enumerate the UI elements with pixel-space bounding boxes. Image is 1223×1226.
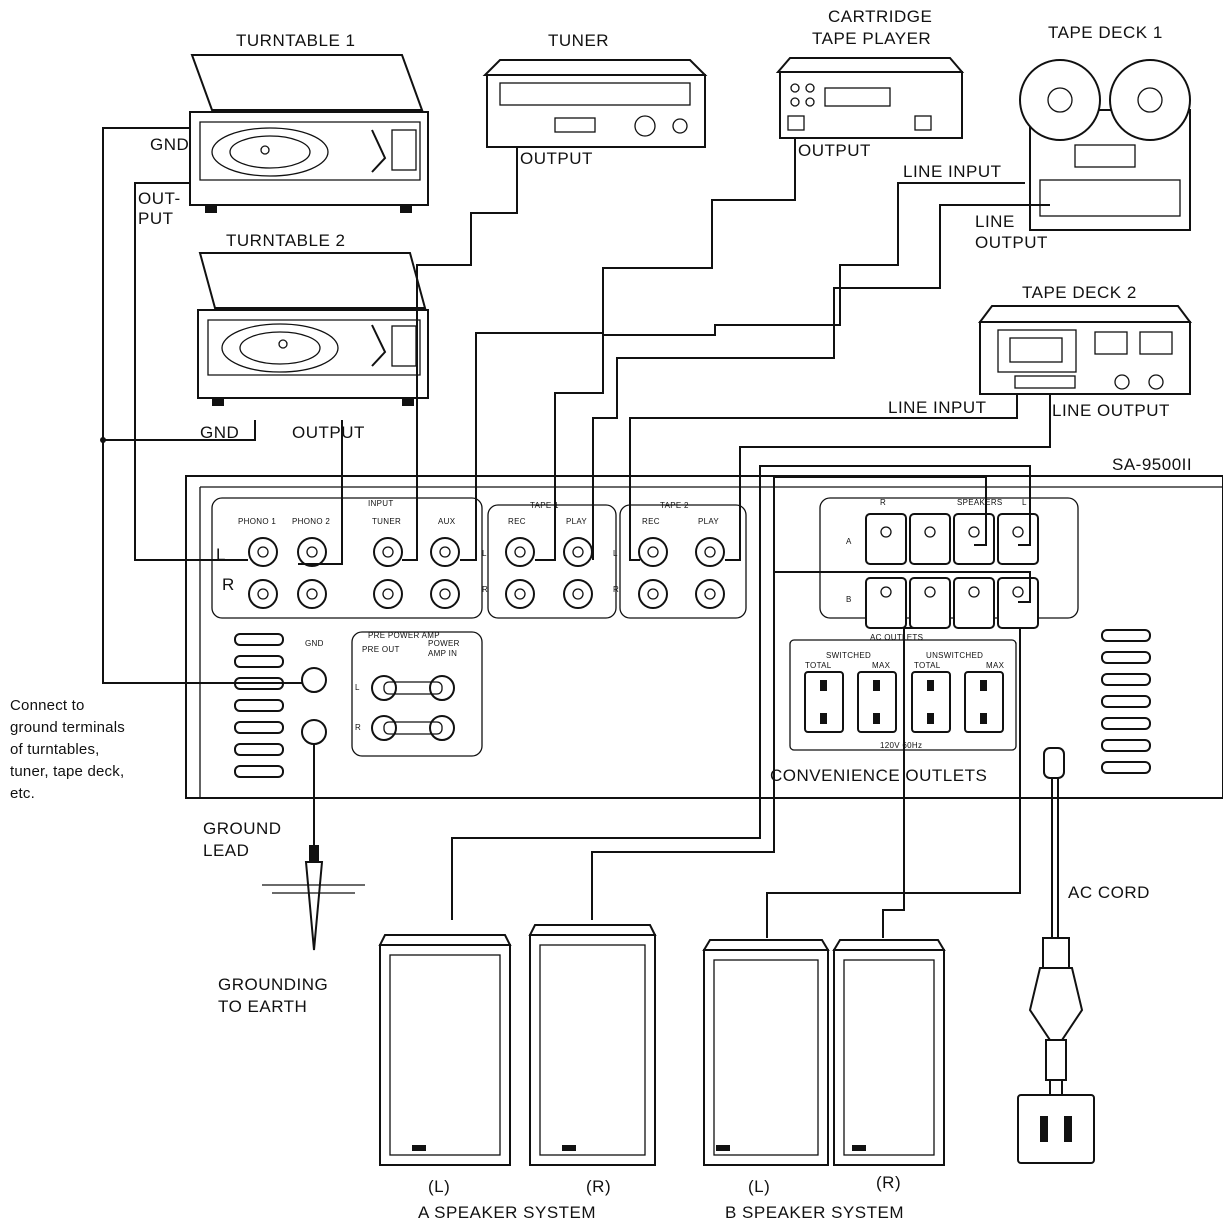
speaker-b-right bbox=[832, 939, 946, 1166]
panel-total-label-1: TOTAL bbox=[805, 661, 832, 670]
cartridge-label-1: CARTRIDGE bbox=[828, 7, 932, 26]
b-speaker-system-label: B SPEAKER SYSTEM bbox=[725, 1203, 904, 1222]
ground-note-line-2: ground terminals bbox=[10, 719, 125, 736]
ground-lead-label-1: GROUND bbox=[203, 819, 282, 838]
panel-spk-r-label: R bbox=[880, 498, 886, 507]
speaker-a-left-label: (L) bbox=[428, 1177, 450, 1196]
speaker-b-left bbox=[702, 939, 830, 1166]
panel-max-label-2: MAX bbox=[986, 661, 1005, 670]
panel-l-label: L bbox=[216, 545, 226, 564]
panel-power-label: POWER bbox=[428, 639, 460, 648]
panel-tape1-rec-label: REC bbox=[508, 517, 526, 526]
tape-deck-1-line-output-label-2: OUTPUT bbox=[975, 233, 1048, 252]
panel-tuner-label: TUNER bbox=[372, 517, 401, 526]
panel-tape1-l-label: L bbox=[482, 549, 487, 558]
panel-ac-outlets-label: AC OUTLETS bbox=[870, 633, 923, 642]
tape-deck-1-line-input-label: LINE INPUT bbox=[903, 162, 1002, 181]
panel-pre-r-label: R bbox=[355, 723, 361, 732]
tape-deck-2-line-input-label: LINE INPUT bbox=[888, 398, 987, 417]
tape-deck-2-line-output-label: LINE OUTPUT bbox=[1052, 401, 1170, 420]
turntable-2 bbox=[197, 252, 429, 406]
panel-tape1-label: TAPE 1 bbox=[530, 501, 559, 510]
speaker-b-right-label: (R) bbox=[876, 1173, 901, 1192]
turntable-1-gnd-label: GND bbox=[150, 135, 189, 154]
turntable-2-output-label: OUTPUT bbox=[292, 423, 365, 442]
panel-gnd-label: GND bbox=[305, 639, 324, 648]
cartridge-label-2: TAPE PLAYER bbox=[812, 29, 931, 48]
panel-tape2-play-label: PLAY bbox=[698, 517, 719, 526]
tuner bbox=[482, 59, 708, 148]
tape-deck-2 bbox=[978, 305, 1192, 395]
panel-tape2-l-label: L bbox=[613, 549, 618, 558]
panel-row-a-label: A bbox=[846, 537, 852, 546]
turntable-2-label: TURNTABLE 2 bbox=[226, 231, 346, 250]
panel-tape1-play-label: PLAY bbox=[566, 517, 587, 526]
amplifier-rear-panel bbox=[185, 475, 1223, 799]
ground-rod bbox=[262, 744, 365, 951]
panel-max-label-1: MAX bbox=[872, 661, 891, 670]
panel-total-label-2: TOTAL bbox=[914, 661, 941, 670]
grounding-label-2: TO EARTH bbox=[218, 997, 307, 1016]
a-speaker-system-label: A SPEAKER SYSTEM bbox=[418, 1203, 596, 1222]
ground-note-line-3: of turntables, bbox=[10, 741, 100, 758]
ground-lead-label-2: LEAD bbox=[203, 841, 249, 860]
panel-amp-in-label: AMP IN bbox=[428, 649, 457, 658]
panel-switched-label: SWITCHED bbox=[826, 651, 871, 660]
turntable-1 bbox=[189, 54, 429, 213]
wall-outlet bbox=[1017, 1094, 1095, 1164]
panel-phono1-label: PHONO 1 bbox=[238, 517, 276, 526]
panel-aux-label: AUX bbox=[438, 517, 456, 526]
panel-pre-out-label: PRE OUT bbox=[362, 645, 400, 654]
panel-r-label: R bbox=[222, 575, 235, 594]
panel-tape1-r-label: R bbox=[482, 585, 488, 594]
convenience-outlets-label: CONVENIENCE OUTLETS bbox=[770, 766, 987, 785]
panel-row-b-label: B bbox=[846, 595, 852, 604]
tuner-output-label: OUTPUT bbox=[520, 149, 593, 168]
panel-pre-l-label: L bbox=[355, 683, 360, 692]
ac-plug bbox=[1028, 937, 1084, 1096]
ground-note-line-4: tuner, tape deck, bbox=[10, 763, 124, 780]
speaker-terminals bbox=[865, 513, 1039, 629]
model-label: SA-9500II bbox=[1112, 455, 1192, 474]
ground-note-line-1: Connect to bbox=[10, 697, 85, 714]
turntable-1-output-label-1: OUT- bbox=[138, 189, 181, 208]
tuner-label: TUNER bbox=[548, 31, 609, 50]
rca-jacks bbox=[248, 537, 725, 609]
panel-input-label: INPUT bbox=[368, 499, 394, 508]
tape-deck-2-label: TAPE DECK 2 bbox=[1022, 283, 1137, 302]
speaker-a-right bbox=[528, 924, 657, 1166]
tape-deck-1-label: TAPE DECK 1 bbox=[1048, 23, 1163, 42]
panel-unswitched-label: UNSWITCHED bbox=[926, 651, 983, 660]
cartridge-output-label: OUTPUT bbox=[798, 141, 871, 160]
ground-note-line-5: etc. bbox=[10, 785, 35, 802]
ac-cord-label: AC CORD bbox=[1068, 883, 1150, 902]
cables bbox=[100, 127, 1065, 940]
cartridge-tape-player bbox=[775, 57, 965, 139]
panel-tape2-r-label: R bbox=[613, 585, 619, 594]
panel-phono2-label: PHONO 2 bbox=[292, 517, 330, 526]
panel-speakers-label: SPEAKERS bbox=[957, 498, 1003, 507]
panel-pre-power-amp-label: PRE POWER AMP bbox=[368, 631, 440, 640]
grounding-label-1: GROUNDING bbox=[218, 975, 328, 994]
speaker-a-right-label: (R) bbox=[586, 1177, 611, 1196]
speaker-a-left bbox=[378, 934, 512, 1166]
turntable-2-gnd-label: GND bbox=[200, 423, 239, 442]
panel-tape2-label: TAPE 2 bbox=[660, 501, 689, 510]
speaker-b-left-label: (L) bbox=[748, 1177, 770, 1196]
tape-deck-1-line-output-label-1: LINE bbox=[975, 212, 1015, 231]
panel-spk-l-label: L bbox=[1022, 498, 1027, 507]
panel-tape2-rec-label: REC bbox=[642, 517, 660, 526]
panel-rating-label: 120V 60Hz bbox=[880, 741, 922, 750]
turntable-1-label: TURNTABLE 1 bbox=[236, 31, 356, 50]
turntable-1-output-label-2: PUT bbox=[138, 209, 174, 228]
tape-deck-1 bbox=[1019, 59, 1191, 231]
